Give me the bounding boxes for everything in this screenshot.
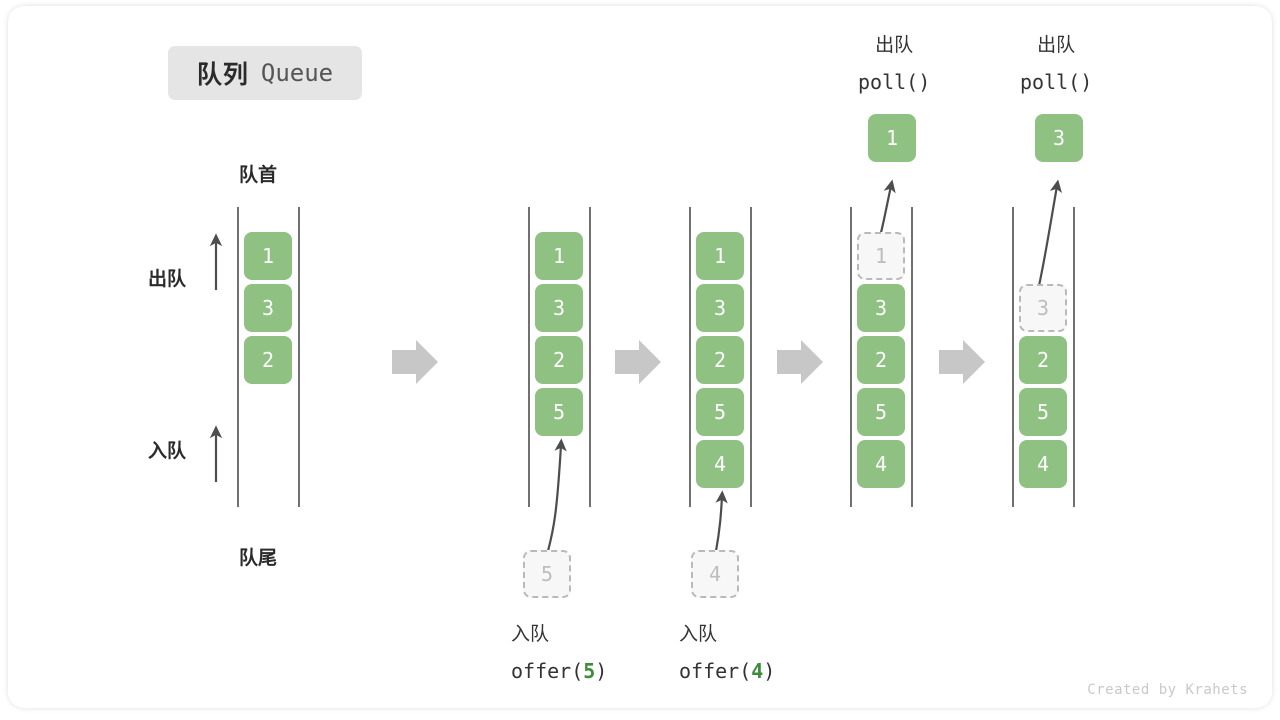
step-arrow-3 [777, 340, 823, 384]
rear-label: 队尾 [239, 548, 278, 569]
poll-3-cn: 出队 [1037, 35, 1076, 56]
credit-text: Created by Krahets [1087, 682, 1248, 698]
queue-cell: 1 [244, 232, 292, 280]
queue-cell: 1 [535, 232, 583, 280]
offer-5-code-end: ) [595, 659, 608, 683]
incoming-ghost-cell: 4 [691, 550, 739, 598]
offer-5-label: 入队 offer(5) [511, 617, 607, 691]
queue-cell: 3 [696, 284, 744, 332]
queue-cell: 1 [696, 232, 744, 280]
front-label: 队首 [239, 165, 278, 186]
title-cn: 队列 [196, 61, 249, 89]
offer-4-arg: 4 [751, 659, 764, 683]
queue-cell: 5 [696, 388, 744, 436]
removed-ghost-cell: 3 [1019, 284, 1067, 332]
offer-4-code: offer( [679, 659, 752, 683]
offer-5-arg: 5 [583, 659, 596, 683]
offer-4-code-end: ) [763, 659, 776, 683]
offer-5-code: offer( [511, 659, 584, 683]
incoming-ghost-cell: 5 [523, 550, 571, 598]
poll-1-code: poll() [858, 70, 931, 94]
queue-cell: 2 [535, 336, 583, 384]
step-arrow-2 [615, 340, 661, 384]
poll-3-code: poll() [1020, 70, 1093, 94]
poll-result-cell: 3 [1035, 114, 1083, 162]
offer-5-cn: 入队 [511, 624, 550, 645]
title-en: Queue [260, 59, 334, 87]
poll-1-cn: 出队 [875, 35, 914, 56]
step-arrow-1 [392, 340, 438, 384]
offer-4-cn: 入队 [679, 624, 718, 645]
offer-arrow-4 [714, 490, 728, 552]
removed-ghost-cell: 1 [857, 232, 905, 280]
queue-cell: 4 [1019, 440, 1067, 488]
step-arrow-4 [939, 340, 985, 384]
queue-cell: 3 [535, 284, 583, 332]
poll-3-label: 出队 poll() [1020, 28, 1092, 102]
offer-4-label: 入队 offer(4) [679, 617, 775, 691]
queue-cell: 5 [535, 388, 583, 436]
enqueue-label: 入队 [148, 441, 187, 462]
queue-cell: 5 [857, 388, 905, 436]
queue-cell: 2 [1019, 336, 1067, 384]
title-badge: 队列 Queue [168, 46, 362, 100]
queue-cell: 2 [857, 336, 905, 384]
queue-cell: 2 [244, 336, 292, 384]
dequeue-label: 出队 [148, 269, 187, 290]
poll-result-cell: 1 [868, 114, 916, 162]
queue-cell: 4 [696, 440, 744, 488]
queue-cell: 2 [696, 336, 744, 384]
queue-cell: 3 [244, 284, 292, 332]
queue-cell: 3 [857, 284, 905, 332]
queue-cell: 5 [1019, 388, 1067, 436]
queue-cell: 4 [857, 440, 905, 488]
poll-1-label: 出队 poll() [858, 28, 930, 102]
offer-arrow-5 [546, 438, 567, 552]
